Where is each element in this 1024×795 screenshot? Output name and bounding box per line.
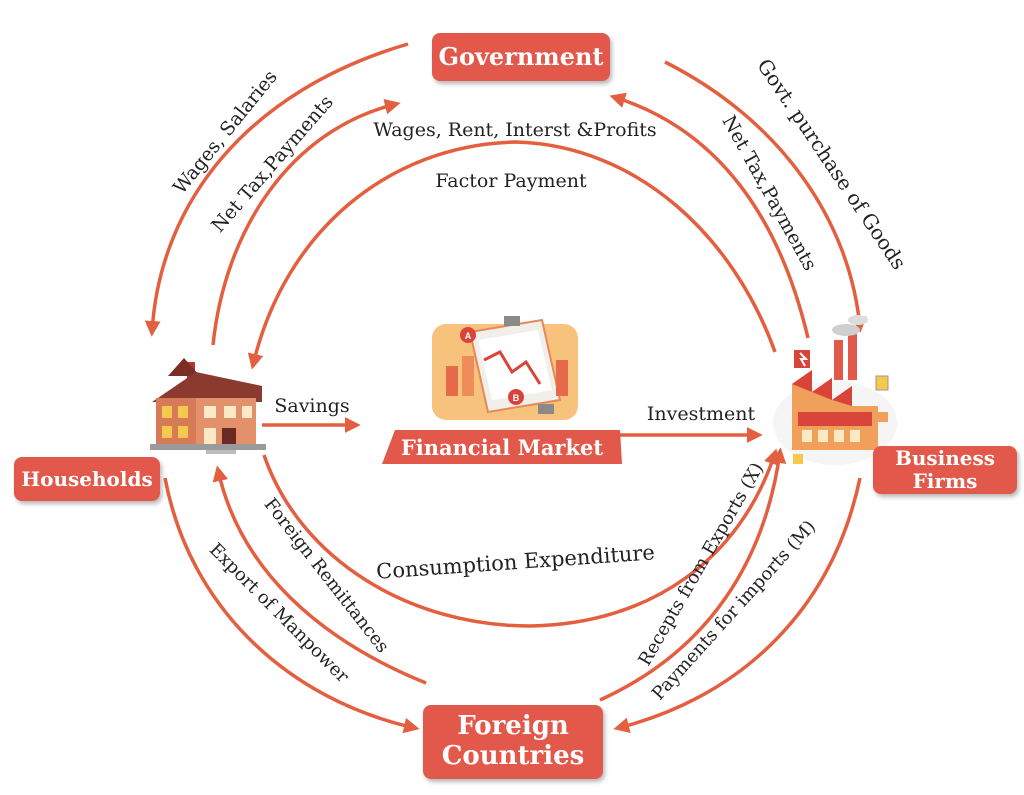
investment-label: Investment	[647, 403, 756, 425]
business-firms-label-line1: Business	[894, 446, 996, 470]
house-icon	[150, 358, 266, 454]
svg-text:A: A	[465, 331, 472, 341]
business-firms-node: Business Firms	[873, 446, 1017, 494]
svg-text:B: B	[513, 393, 520, 403]
government-label: Government	[438, 42, 604, 72]
arrow-households-to-firms-consumption	[262, 448, 780, 628]
consumption-expenditure-label: Consumption Expenditure	[375, 540, 655, 583]
foreign-countries-node: Foreign Countries	[423, 705, 603, 779]
arrow-households-to-govt	[211, 98, 401, 346]
government-node: Government	[432, 33, 610, 81]
factor-payment-label: Factor Payment	[435, 170, 587, 192]
arrow-govt-to-households	[144, 42, 409, 337]
arrow-foreign-to-households	[212, 465, 427, 685]
arrow-firms-to-govt	[609, 92, 810, 339]
households-node: Households	[14, 457, 160, 501]
households-label: Households	[21, 466, 153, 491]
savings-label: Savings	[274, 395, 349, 417]
govt-purchase-label: Govt. purchase of Goods	[752, 54, 911, 274]
business-firms-label-line2: Firms	[912, 469, 978, 493]
arrow-foreign-to-firms	[599, 447, 787, 702]
arrow-firms-to-foreign	[613, 477, 862, 733]
arrow-firms-to-households-factor	[247, 140, 777, 370]
financial-market-label: Financial Market	[400, 434, 604, 460]
foreign-countries-label-line1: Foreign	[457, 711, 569, 742]
wages-rent-label: Wages, Rent, Interst &Profits	[373, 119, 656, 141]
foreign-countries-label-line2: Countries	[441, 741, 585, 771]
arrow-govt-to-firms	[664, 60, 867, 333]
factory-icon	[773, 315, 897, 465]
foreign-remittances-label: Foreign Remittances	[260, 494, 394, 657]
market-chart-icon: A B	[382, 316, 622, 464]
arrow-households-to-foreign	[163, 477, 420, 734]
